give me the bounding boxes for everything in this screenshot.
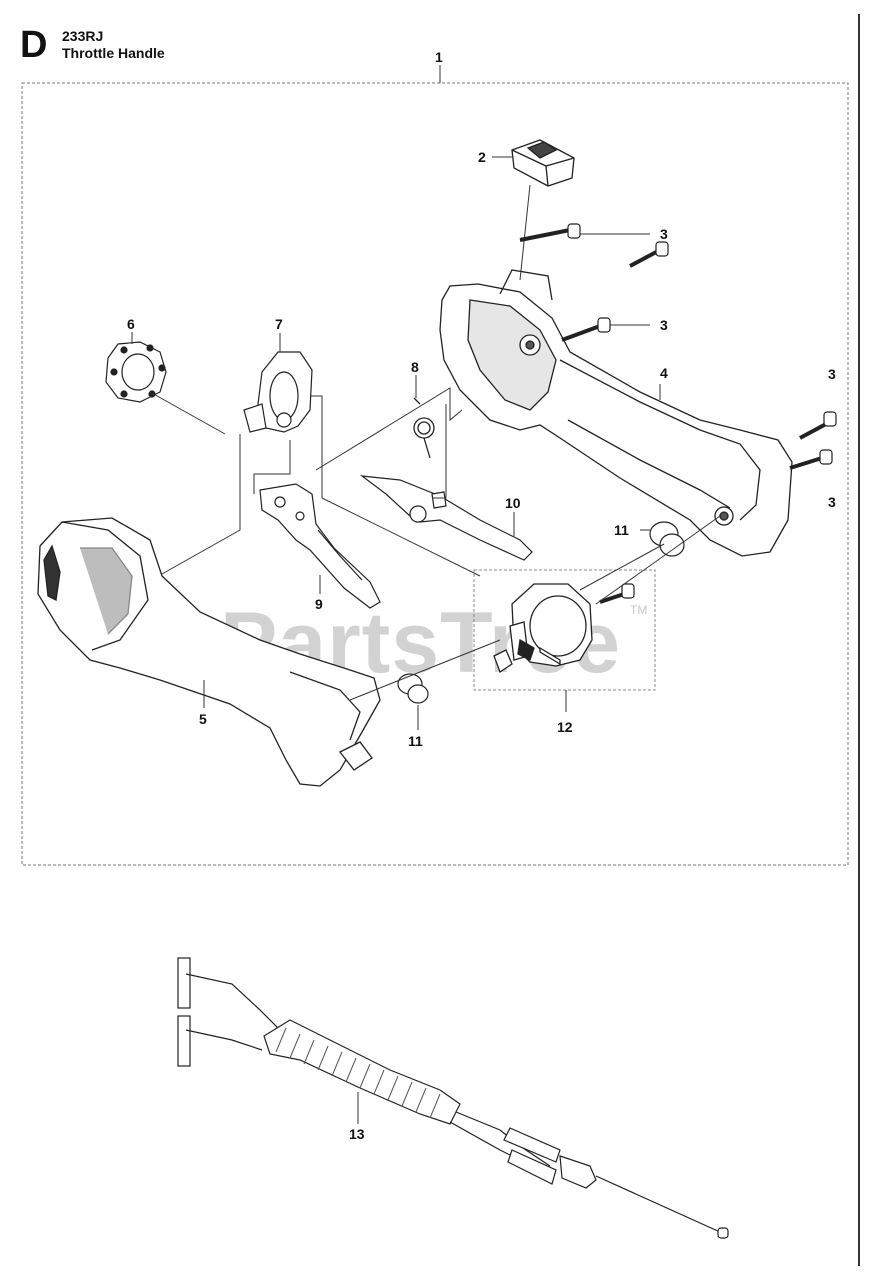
callout-3c: 3 <box>828 366 836 382</box>
part-11-bushing-b <box>397 673 429 704</box>
watermark-tm: TM <box>630 603 648 617</box>
screw-3 <box>561 317 611 342</box>
part-13-cable <box>177 957 729 1239</box>
part-6-damper <box>105 341 167 403</box>
part-5-grip <box>37 517 381 787</box>
screw-2 <box>629 241 669 268</box>
callout-3b: 3 <box>660 317 668 333</box>
callout-9: 9 <box>315 596 323 612</box>
callout-5: 5 <box>199 711 207 727</box>
screw-4 <box>799 411 837 440</box>
part-12-clamp <box>493 583 593 673</box>
part-2-lockout <box>511 139 575 187</box>
callout-12: 12 <box>557 719 573 735</box>
part-11-bushing-a <box>649 521 685 557</box>
part-8-spring <box>413 397 435 459</box>
part-4-housing <box>439 269 793 557</box>
diagram-title: Throttle Handle <box>62 45 165 61</box>
screw-12 <box>599 583 635 604</box>
callout-7: 7 <box>275 316 283 332</box>
assembly-frame <box>21 82 849 866</box>
assembly-12-frame <box>473 569 656 691</box>
callout-3a: 3 <box>660 226 668 242</box>
callout-8: 8 <box>411 359 419 375</box>
screw-5 <box>789 449 833 470</box>
model-number: 233RJ <box>62 28 104 44</box>
assembly-guide-lines <box>161 387 721 701</box>
callout-10: 10 <box>505 495 521 511</box>
callout-1: 1 <box>435 49 443 65</box>
section-letter: D <box>20 24 48 66</box>
part-10-trigger <box>359 475 533 561</box>
screw-1 <box>519 223 581 242</box>
leader-2b <box>519 184 531 281</box>
callout-11a: 11 <box>614 522 629 538</box>
callout-4: 4 <box>660 365 668 381</box>
page-edge-rule <box>858 14 860 1266</box>
callout-2: 2 <box>478 149 486 165</box>
callout-11b: 11 <box>408 733 423 749</box>
leader-6b <box>149 391 226 435</box>
part-3-screws <box>519 223 837 604</box>
part-9-lever <box>259 483 381 609</box>
part-7-clamp <box>243 351 313 433</box>
callout-3d: 3 <box>828 494 836 510</box>
callout-6: 6 <box>127 316 135 332</box>
callout-13: 13 <box>349 1126 365 1142</box>
